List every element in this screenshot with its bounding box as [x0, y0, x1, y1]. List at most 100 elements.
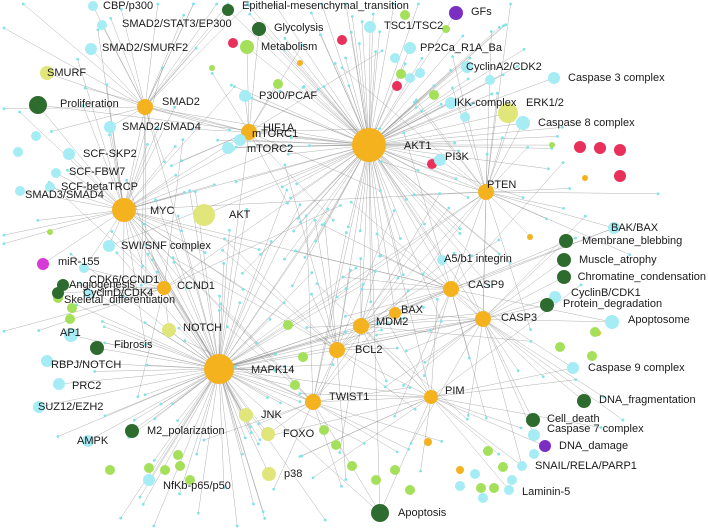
node-pi3k[interactable] [434, 154, 446, 166]
edge-akt1-leaf [368, 103, 472, 146]
node-p38[interactable] [262, 467, 276, 481]
node-membrane-blebbing[interactable] [559, 234, 573, 248]
node-caspase8-complex[interactable] [516, 116, 530, 130]
edge-akt1-glycolysis [258, 28, 370, 146]
edge-hif1a-leaf [85, 87, 250, 133]
node-caspase9-complex[interactable] [567, 362, 579, 374]
leaf-node [152, 459, 156, 462]
node-apoptosis[interactable] [371, 504, 389, 522]
leaf-node [541, 375, 545, 379]
node-protein-degradation[interactable] [540, 298, 554, 312]
node-snail-rela-parp1[interactable] [517, 461, 527, 471]
node-rbpj-notch[interactable] [41, 355, 53, 367]
node-jnk[interactable] [239, 408, 253, 422]
node-cdk6-ccnd1[interactable] [79, 263, 89, 273]
node-mapk14[interactable] [204, 354, 234, 384]
leaf-node [192, 2, 195, 6]
leaf-node [298, 400, 302, 404]
node-ccnd1[interactable] [157, 281, 171, 295]
node-ap1[interactable] [64, 328, 78, 342]
node-m2-polarization[interactable] [125, 424, 139, 438]
node-fibrosis[interactable] [90, 341, 104, 355]
node-scf-betatrcp[interactable] [45, 182, 55, 192]
node-mir155[interactable] [37, 258, 49, 270]
node-smad3-smad4[interactable] [15, 186, 25, 196]
leaf-node [379, 189, 382, 193]
edge-ccnd1-leaf [126, 180, 165, 289]
node-laminin5[interactable] [504, 485, 514, 495]
node-chromatine-condensation[interactable] [557, 270, 571, 284]
node-cbp-p300[interactable] [88, 1, 98, 11]
leaf-node [173, 145, 177, 148]
edge-pten-bak_bax [485, 191, 615, 229]
node-smad2-smad4[interactable] [104, 121, 116, 133]
node-glycolysis[interactable] [252, 22, 266, 36]
node-bcl2[interactable] [329, 342, 345, 358]
node-pim[interactable] [424, 390, 438, 404]
leaf-node [495, 91, 499, 95]
node-skeletal-differentiation[interactable] [52, 287, 64, 299]
leaf-node [255, 341, 258, 345]
node-muscle-atrophy[interactable] [557, 253, 571, 267]
edge-mapk14-pim [218, 368, 432, 398]
node-myc[interactable] [112, 198, 136, 222]
node-bax[interactable] [389, 307, 401, 319]
node-foxo[interactable] [261, 427, 275, 441]
node-pp2ca-r1a-ba[interactable] [404, 42, 416, 54]
node-proliferation[interactable] [29, 96, 47, 114]
leaf-node [302, 85, 306, 88]
leaf-node [282, 301, 286, 305]
node-swi-snf[interactable] [103, 240, 115, 252]
leaf-node [310, 292, 313, 296]
node-gfs[interactable] [449, 6, 463, 20]
node-hif1a[interactable] [241, 124, 257, 140]
node-twist1[interactable] [305, 394, 321, 410]
node-mtorc1[interactable] [234, 134, 246, 146]
node-label-bax: BAX [401, 304, 424, 316]
node-akt[interactable] [193, 204, 215, 226]
node-notch[interactable] [162, 323, 176, 337]
node-scf-skp2[interactable] [63, 148, 75, 160]
leaf-node [304, 214, 308, 218]
node-mtorc2[interactable] [222, 142, 234, 154]
node-a5-b1-integrin[interactable] [437, 255, 447, 265]
node-casp3[interactable] [475, 311, 491, 327]
edge-pten-leaf [485, 147, 528, 193]
node-emt[interactable] [222, 4, 234, 16]
node-cell-death[interactable] [526, 413, 540, 427]
node-p300-pcaf[interactable] [239, 90, 251, 102]
node-caspase7-complex[interactable] [528, 429, 540, 441]
node-metabolism[interactable] [240, 40, 254, 54]
node-prc2[interactable] [53, 378, 65, 390]
edge-mapk14-apoptosis [218, 368, 381, 514]
node-cyclind-cdk4[interactable] [83, 288, 93, 298]
edge-myc-scf_betatrcp [49, 186, 125, 211]
node-cyclinb-cdk1[interactable] [549, 291, 561, 303]
node-erk1-2[interactable] [498, 103, 518, 123]
node-dna-damage[interactable] [539, 440, 551, 452]
node-apoptosome[interactable] [605, 315, 619, 329]
node-smad2-stat3-ep300[interactable] [97, 20, 107, 30]
node-nfkb[interactable] [143, 474, 155, 486]
node-casp9[interactable] [443, 281, 459, 297]
node-smad2-smurf2[interactable] [85, 43, 97, 55]
node-ampk[interactable] [82, 435, 94, 447]
node-dna-fragmentation[interactable] [577, 394, 591, 408]
node-bak-bax[interactable] [608, 222, 620, 234]
node-pten[interactable] [478, 184, 494, 200]
node-tsc1-tsc2[interactable] [364, 21, 376, 33]
edge-bcl2-leaf [172, 257, 338, 351]
node-caspase3-complex[interactable] [548, 72, 560, 84]
node-smurf[interactable] [40, 66, 54, 80]
node-smad2[interactable] [137, 99, 153, 115]
node-ikk-complex[interactable] [445, 97, 457, 109]
edge-mapk14-rbpj_notch [46, 360, 220, 370]
node-suz12-ezh2[interactable] [33, 401, 45, 413]
edge-pim-snail_rela_parp1 [430, 396, 523, 467]
node-mdm2[interactable] [353, 318, 369, 334]
edge-akt1-leaf [368, 24, 506, 146]
node-scf-fbw7[interactable] [51, 168, 61, 178]
edge-myc-proliferation [37, 104, 125, 211]
node-akt1[interactable] [352, 128, 386, 162]
node-cyclina2-cdk2[interactable] [461, 61, 473, 73]
